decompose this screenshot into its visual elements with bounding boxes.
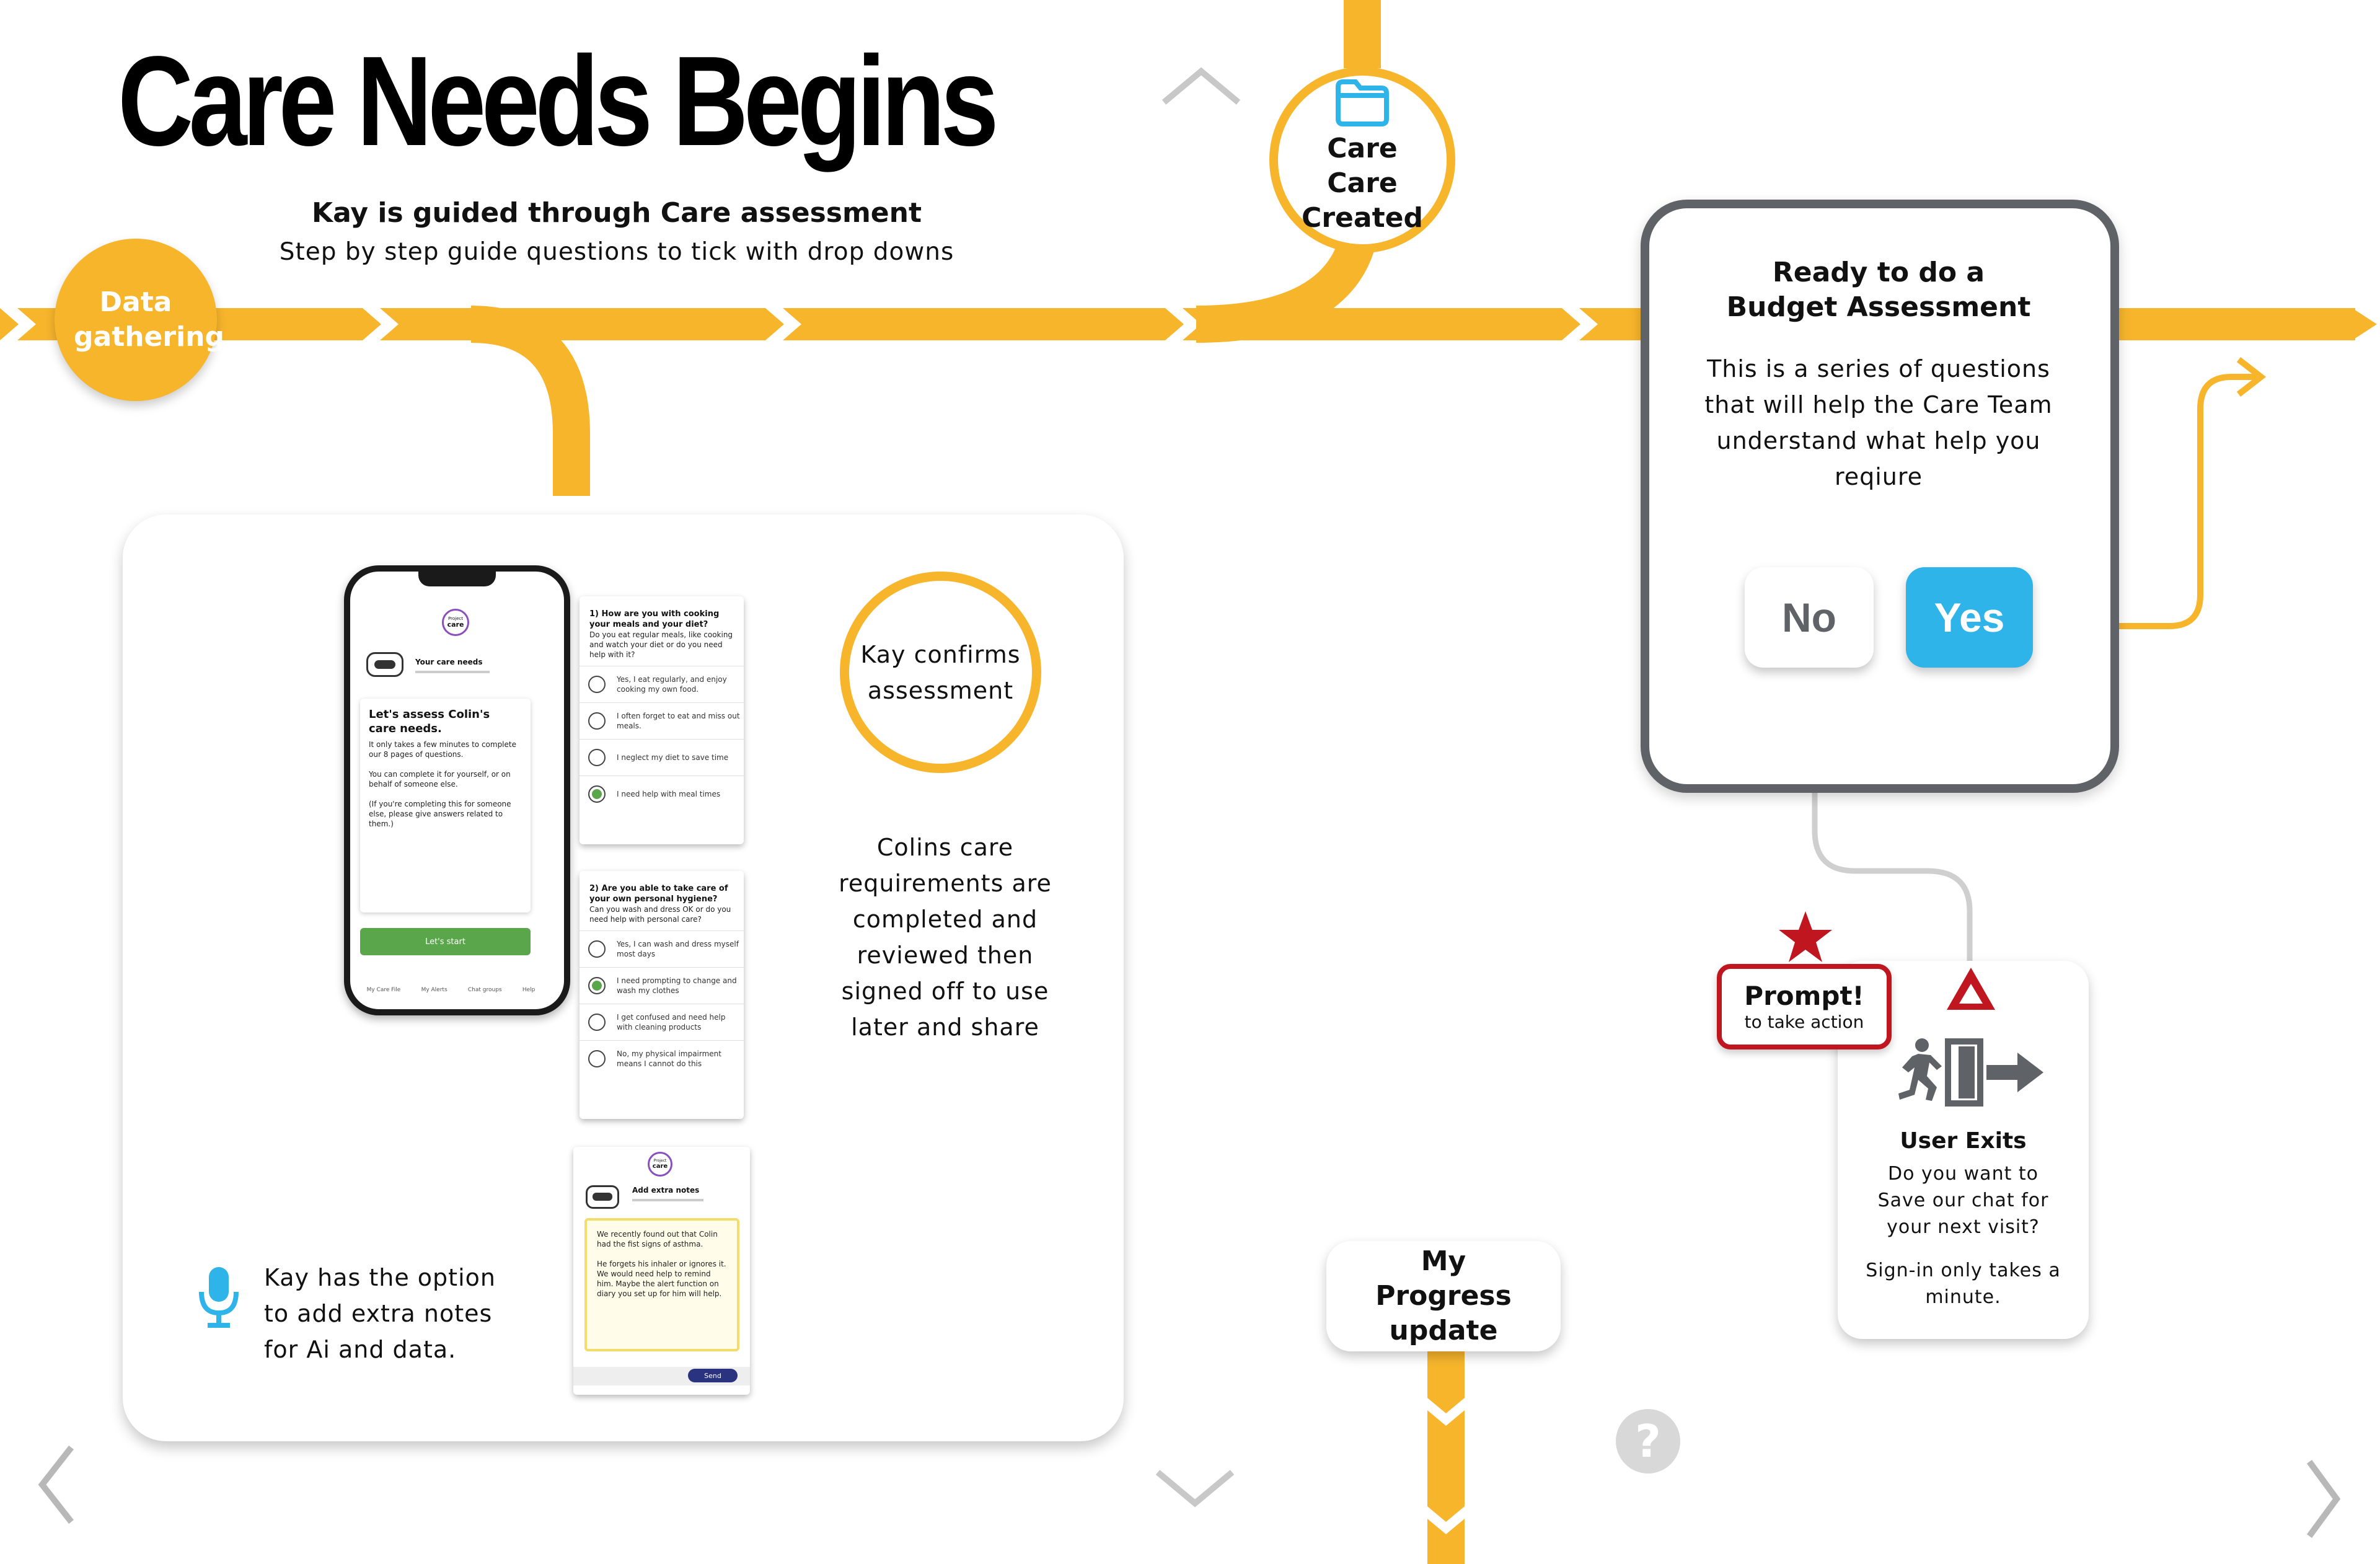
question-2-option[interactable]: I get confused and need help with cleani… bbox=[580, 1004, 744, 1040]
question-1-hint: Do you eat regular meals, like cooking a… bbox=[589, 630, 733, 659]
question-2-title: 2) Are you able to take care of your own… bbox=[589, 884, 728, 904]
exit-icon bbox=[1898, 1038, 2043, 1107]
care-created-node[interactable]: Care Care Created bbox=[1269, 67, 1455, 253]
question-1-option[interactable]: Yes, I eat regularly, and enjoy cooking … bbox=[580, 666, 744, 702]
lets-start-button[interactable]: Let's start bbox=[360, 928, 531, 955]
radio-button-selected[interactable] bbox=[588, 785, 606, 803]
radio-button[interactable] bbox=[588, 712, 606, 730]
question-1-option[interactable]: I often forget to eat and miss out meals… bbox=[580, 702, 744, 739]
phone-mockup: Project care Your care needs Let's asses… bbox=[344, 565, 570, 1015]
question-2-option[interactable]: No, my physical impairment means I canno… bbox=[580, 1040, 744, 1077]
brand-logo: Project care bbox=[442, 609, 469, 636]
notes-text-1: We recently found out that Colin had the… bbox=[597, 1230, 718, 1248]
prompt-title: Prompt! bbox=[1744, 981, 1864, 1011]
phone-notch bbox=[418, 570, 496, 586]
notes-underline bbox=[632, 1199, 703, 1201]
confirm-description: Colins care requirements are completed a… bbox=[839, 834, 1052, 1041]
user-exit-text-1: Do you want to Save our chat for your ne… bbox=[1877, 1163, 2049, 1238]
page-description: Step by step guide questions to tick wit… bbox=[279, 238, 954, 266]
question-2-option[interactable]: Yes, I can wash and dress myself most da… bbox=[580, 930, 744, 967]
radio-button[interactable] bbox=[588, 676, 606, 693]
question-2-hint: Can you wash and dress OK or do you need… bbox=[589, 905, 731, 924]
notes-text-2: He forgets his inhaler or ignores it. We… bbox=[597, 1260, 726, 1298]
notes-robot-avatar-icon bbox=[586, 1185, 619, 1209]
intro-body-2: You can complete it for yourself, or on … bbox=[369, 770, 511, 789]
my-progress-label: My Progress update bbox=[1375, 1245, 1512, 1346]
radio-button[interactable] bbox=[588, 1050, 606, 1067]
budget-description: This is a series of questions that will … bbox=[1704, 355, 2053, 490]
brand-logo-text: care bbox=[447, 621, 464, 629]
radio-button[interactable] bbox=[588, 940, 606, 958]
page-subtitle: Kay is guided through Care assessment bbox=[311, 197, 922, 229]
notes-textarea[interactable]: We recently found out that Colin had the… bbox=[584, 1218, 739, 1351]
budget-title: Ready to do a Budget Assessment bbox=[1726, 257, 2031, 323]
user-exit-title: User Exits bbox=[1900, 1128, 2027, 1154]
extra-notes-panel: Project care Add extra notes We recently… bbox=[573, 1147, 750, 1395]
notes-brand-logo: Project care bbox=[648, 1152, 672, 1177]
nav-help[interactable]: Help bbox=[522, 987, 536, 993]
intro-heading: Let's assess Colin's care needs. bbox=[369, 708, 490, 735]
question-panel-1: 1) How are you with cooking your meals a… bbox=[580, 596, 744, 844]
folder-icon bbox=[1336, 79, 1389, 126]
brand-logo-top: Project bbox=[448, 616, 463, 621]
question-2-option[interactable]: I need prompting to change and wash my c… bbox=[580, 967, 744, 1004]
star-icon bbox=[1779, 911, 1832, 962]
chevron-right-icon bbox=[2306, 1460, 2341, 1538]
warning-icon bbox=[1947, 968, 1995, 1010]
notes-brand-text: care bbox=[652, 1163, 668, 1170]
robot-avatar-icon bbox=[366, 652, 403, 677]
nav-chat-groups[interactable]: Chat groups bbox=[467, 987, 502, 993]
nav-my-care-file[interactable]: My Care File bbox=[366, 987, 401, 993]
no-button[interactable]: No bbox=[1745, 567, 1874, 668]
my-progress-node[interactable]: My Progress update bbox=[1326, 1241, 1561, 1351]
radio-button[interactable] bbox=[588, 749, 606, 766]
radio-button-selected[interactable] bbox=[588, 977, 606, 994]
budget-dialog: Ready to do a Budget Assessment This is … bbox=[1641, 200, 2119, 793]
section-underline bbox=[415, 671, 490, 673]
no-connector bbox=[1812, 673, 1973, 961]
section-title: Your care needs bbox=[415, 658, 483, 666]
user-exit-text-2: Sign-in only takes a minute. bbox=[1866, 1260, 2061, 1308]
track-chevrons bbox=[0, 308, 1598, 340]
microphone-icon[interactable] bbox=[194, 1263, 244, 1332]
intro-body-1: It only takes a few minutes to complete … bbox=[369, 740, 516, 759]
track-end-arrow bbox=[2352, 308, 2377, 340]
confirm-circle-label: Kay confirms assessment bbox=[860, 640, 1021, 704]
notes-brand-top: Project bbox=[653, 1159, 667, 1163]
progress-chevrons bbox=[1427, 1398, 1465, 1534]
yes-button[interactable]: Yes bbox=[1906, 567, 2033, 668]
page-title: Care Needs Begins bbox=[118, 30, 999, 172]
question-panel-2: 2) Are you able to take care of your own… bbox=[580, 871, 744, 1119]
yes-connector-arrowhead bbox=[2236, 357, 2267, 397]
question-1-option[interactable]: I neglect my diet to save time bbox=[580, 739, 744, 775]
chevron-down-icon bbox=[1155, 1470, 1235, 1508]
top-track bbox=[1344, 0, 1381, 68]
phone-bottom-nav: My Care File My Alerts Chat groups Help bbox=[356, 962, 545, 993]
intro-panel: Let's assess Colin's care needs. It only… bbox=[360, 699, 531, 912]
help-icon[interactable]: ? bbox=[1616, 1409, 1680, 1473]
prompt-subtitle: to take action bbox=[1744, 1012, 1864, 1032]
radio-button[interactable] bbox=[588, 1014, 606, 1031]
send-button[interactable]: Send bbox=[688, 1369, 738, 1382]
yes-connector bbox=[2056, 374, 2256, 629]
intro-body-3: (If you're completing this for someone e… bbox=[369, 800, 511, 828]
question-1-option[interactable]: I need help with meal times bbox=[580, 775, 744, 812]
care-created-label: Care Care Created bbox=[1302, 133, 1423, 234]
chevron-up-icon bbox=[1161, 67, 1241, 105]
branch-down-track bbox=[470, 306, 590, 496]
chevron-left-icon bbox=[38, 1445, 74, 1524]
data-gathering-label: Data gathering bbox=[74, 286, 224, 353]
data-gathering-node[interactable]: Data gathering bbox=[55, 239, 224, 401]
nav-my-alerts[interactable]: My Alerts bbox=[421, 987, 447, 993]
prompt-badge: Prompt! to take action bbox=[1717, 964, 1892, 1049]
notes-title: Add extra notes bbox=[632, 1186, 700, 1195]
question-1-title: 1) How are you with cooking your meals a… bbox=[589, 609, 720, 629]
confirm-node: Kay confirms assessment bbox=[840, 572, 1041, 773]
voice-note-text: Kay has the option to add extra notes fo… bbox=[264, 1264, 496, 1363]
